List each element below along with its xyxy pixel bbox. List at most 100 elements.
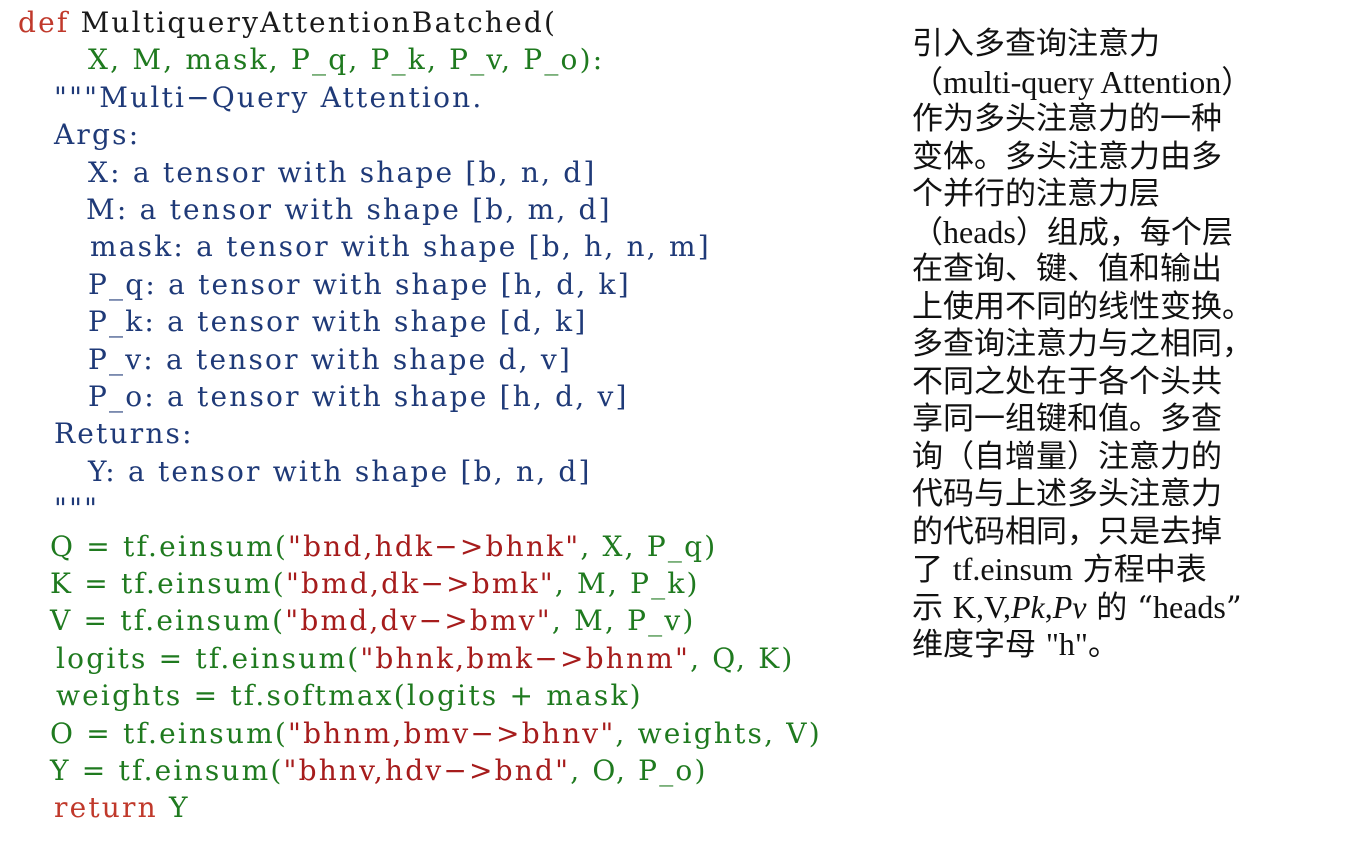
code-line: Returns: — [54, 417, 194, 451]
note-text: 享同一组键和值。多查 — [912, 401, 1222, 437]
note-line: 变体。多头注意力由多 — [912, 139, 1337, 177]
note-text: 作为多头注意力的一种 — [912, 101, 1222, 137]
code-token: , M, P_k) — [554, 567, 700, 600]
note-text: tf.einsum — [952, 551, 1073, 587]
note-line: 的代码相同，只是去掉 — [912, 514, 1337, 552]
code-token: def — [18, 6, 81, 39]
note-text: K,V, — [952, 588, 1011, 625]
code-line: K = tf.einsum("bmd,dk−>bmk", M, P_k) — [50, 567, 700, 601]
note-text: 询（自增量）注意力的 — [912, 438, 1222, 475]
note-line: 上使用不同的线性变换。 — [912, 289, 1337, 327]
code-line: O = tf.einsum("bhnm,bmv−>bhnv", weights,… — [50, 717, 822, 751]
code-token: "bmd,dv−>bmv" — [285, 604, 552, 638]
code-line: weights = tf.softmax(logits + mask) — [56, 679, 643, 713]
code-token: "bhnv,hdv−>bnd" — [283, 754, 571, 787]
note-text: heads — [1153, 588, 1226, 625]
code-token: O = tf.einsum( — [50, 716, 288, 750]
note-line: 多查询注意力与之相同， — [912, 326, 1337, 364]
note-text: 代码与上述多头注意力 — [912, 476, 1222, 512]
note-text: （ — [912, 64, 943, 101]
code-token: P_o: a tensor with shape [h, d, v] — [88, 380, 629, 413]
code-line: P_v: a tensor with shape d, v] — [88, 343, 572, 377]
code-token: Y — [168, 791, 190, 825]
note-line: 示 K,V,Pk,Pv 的 “heads” — [912, 589, 1337, 627]
note-text: 在查询、键、值和输出 — [912, 251, 1222, 287]
note-line: 在查询、键、值和输出 — [912, 251, 1337, 289]
note-line: 不同之处在于各个头共 — [912, 364, 1337, 402]
note-line: 个并行的注意力层 — [912, 176, 1337, 214]
note-line: （multi-query Attention） — [912, 64, 1337, 102]
code-token: logits = tf.einsum( — [56, 641, 361, 675]
note-text: heads — [943, 213, 1016, 250]
code-line: X: a tensor with shape [b, n, d] — [88, 156, 597, 190]
code-line: Q = tf.einsum("bnd,hdk−>bhnk", X, P_q) — [50, 530, 717, 564]
note-text: 不同之处在于各个头共 — [912, 363, 1222, 400]
code-token: """ — [54, 492, 100, 526]
code-line: logits = tf.einsum("bhnk,bmk−>bhnm", Q, … — [56, 642, 794, 676]
code-token: V = tf.einsum( — [50, 604, 286, 638]
code-line: Args: — [54, 118, 140, 152]
code-token: mask: a tensor with shape [b, h, n, m] — [90, 230, 711, 264]
code-token: P_v: a tensor with shape d, v] — [88, 342, 573, 376]
code-token: Q = tf.einsum( — [50, 529, 288, 563]
note-line: （heads）组成，每个层 — [912, 214, 1337, 252]
note-text: 维度字母 — [912, 627, 1046, 663]
note-text: 多查询注意力与之相同， — [912, 326, 1253, 362]
code-token: """Multi−Query Attention. — [54, 80, 484, 114]
note-text: multi-query Attention — [943, 63, 1222, 100]
code-token: "bhnm,bmv−>bhnv" — [287, 716, 616, 750]
code-token: X, M, mask, P_q, P_k, P_v, P_o): — [88, 43, 605, 77]
code-line: """Multi−Query Attention. — [54, 81, 483, 115]
code-line: """ — [54, 492, 99, 526]
code-line: V = tf.einsum("bmd,dv−>bmv", M, P_v) — [50, 604, 696, 638]
note-text: 方程中表 — [1072, 552, 1207, 588]
code-token: , M, P_v) — [551, 604, 696, 638]
note-text: "h" — [1045, 626, 1088, 662]
note-text: 个并行的注意力层 — [912, 176, 1160, 212]
code-token: "bmd,dk−>bmk" — [285, 567, 555, 600]
note-line: 作为多头注意力的一种 — [912, 101, 1337, 139]
code-token: return — [54, 791, 169, 825]
code-token: Args: — [54, 118, 141, 152]
code-token: P_q: a tensor with shape [h, d, k] — [88, 267, 631, 301]
note-text: Pk — [1010, 588, 1045, 625]
code-token: P_k: a tensor with shape [d, k] — [88, 305, 588, 339]
code-token: , X, P_q) — [580, 529, 718, 563]
note-line: 代码与上述多头注意力 — [912, 476, 1337, 514]
code-token: "bnd,hdk−>bhnk" — [287, 529, 581, 563]
explanation-text: 引入多查询注意力（multi-query Attention）作为多头注意力的一… — [912, 26, 1337, 664]
code-listing: def MultiqueryAttentionBatched( X, M, mas… — [18, 6, 822, 825]
code-token: M: a tensor with shape [b, m, d] — [86, 193, 612, 226]
code-line: P_q: a tensor with shape [h, d, k] — [88, 268, 631, 302]
note-line: 维度字母 "h"。 — [912, 626, 1337, 664]
note-text: 示 — [912, 589, 953, 626]
note-text: 。 — [1087, 627, 1119, 663]
note-text: 变体。多头注意力由多 — [912, 138, 1222, 175]
code-token: MultiqueryAttentionBatched( — [80, 6, 558, 39]
note-text: 的 “ — [1086, 589, 1154, 626]
code-token: Y: a tensor with shape [b, n, d] — [88, 454, 592, 488]
note-text: 的代码相同，只是去掉 — [912, 513, 1222, 550]
code-line: return Y — [54, 791, 190, 825]
note-line: 了 tf.einsum 方程中表 — [912, 551, 1337, 589]
note-line: 享同一组键和值。多查 — [912, 401, 1337, 439]
code-line: P_o: a tensor with shape [h, d, v] — [88, 380, 629, 414]
note-text: 了 — [912, 552, 953, 588]
note-text: （ — [912, 214, 943, 251]
note-line: 询（自增量）注意力的 — [912, 439, 1337, 477]
code-token: weights = tf.softmax(logits + mask) — [56, 679, 643, 713]
code-token: Returns: — [54, 417, 194, 451]
note-line: 引入多查询注意力 — [912, 26, 1337, 64]
code-token: , weights, V) — [615, 716, 822, 750]
code-token: "bhnk,bmk−>bhnm" — [360, 641, 691, 675]
note-text: 上使用不同的线性变换。 — [912, 288, 1253, 325]
code-line: Y = tf.einsum("bhnv,hdv−>bnd", O, P_o) — [50, 754, 708, 788]
note-text: Pv — [1052, 588, 1087, 625]
note-text: ” — [1225, 589, 1242, 626]
note-text: ） — [1221, 64, 1253, 101]
note-text: 引入多查询注意力 — [912, 26, 1160, 62]
code-token: Y = tf.einsum( — [50, 754, 284, 787]
code-line: P_k: a tensor with shape [d, k] — [88, 305, 587, 339]
code-token: , O, P_o) — [570, 754, 708, 787]
code-token: X: a tensor with shape [b, n, d] — [88, 155, 597, 189]
